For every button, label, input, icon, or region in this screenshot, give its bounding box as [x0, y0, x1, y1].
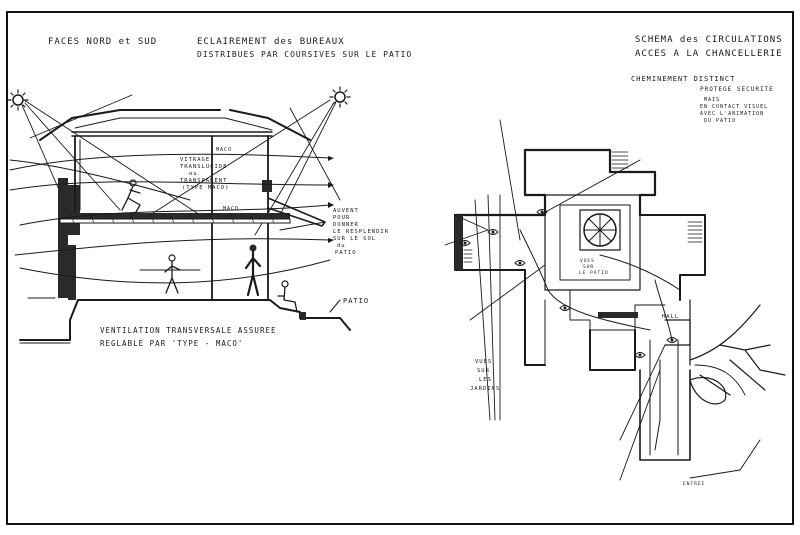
- tree-sketch: [689, 304, 786, 479]
- note-vitrage-1: VITRAGE: [180, 157, 210, 163]
- right-title-line2: ACCES A LA CHANCELLERIE: [635, 49, 783, 59]
- eye-icon: [459, 240, 471, 246]
- right-note-line1: CHEMINEMENT DISTINCT: [631, 75, 735, 83]
- eye-icon: [559, 305, 571, 311]
- auvent-note: AUVENT POUR DONNER LE RESPLENDIR SUR LE …: [333, 208, 389, 256]
- sun-icon-right: [329, 86, 351, 108]
- auvent-canopy: [267, 197, 326, 231]
- patio-planter: [579, 209, 621, 251]
- right-note-line5: AVEC L'ANIMATION: [700, 111, 764, 117]
- note-auvent-1: AUVENT: [333, 208, 359, 214]
- note-vitrage-2: TRANSLUCIDE: [180, 164, 227, 170]
- label-vues-jardins-1: VUES: [475, 359, 492, 365]
- sight-lines: [444, 119, 681, 481]
- right-note-line6: DU PATIO: [704, 118, 736, 124]
- patio-leader-line: [329, 299, 341, 313]
- stair-hatching: [463, 151, 703, 263]
- ventilation-line2: REGLABLE PAR 'TYPE - MACO': [100, 339, 243, 348]
- eye-icon: [536, 209, 548, 215]
- note-auvent-2: POUR: [333, 215, 350, 221]
- floor-slab: [59, 212, 291, 224]
- note-auvent-6: du: [337, 243, 346, 249]
- drawing-sheet-frame: [6, 11, 794, 525]
- label-patio: PATIO: [343, 297, 369, 305]
- right-plan-drawing: SCHEMA des CIRCULATIONS ACCES A LA CHANC…: [444, 35, 786, 487]
- label-entree: ENTREE: [683, 481, 705, 487]
- person-standing: [244, 244, 262, 297]
- label-maco-top: MACO: [216, 147, 232, 153]
- left-title: FACES NORD et SUD: [48, 37, 157, 47]
- eye-icons: [459, 209, 678, 358]
- entrance-corridor: [639, 299, 691, 461]
- vitrage-note: VITRAGE TRANSLUCIDE ou TRANSPARENT (TYPE…: [180, 157, 229, 191]
- airflow-curves: [9, 153, 334, 284]
- ground-line: [19, 297, 351, 344]
- note-auvent-7: PATIO: [335, 250, 357, 256]
- eye-icon: [514, 260, 526, 266]
- note-auvent-5: SUR LE SOL: [333, 236, 376, 242]
- person-upper-left: [121, 179, 141, 213]
- plan-building-outline: [453, 148, 706, 371]
- right-note-line3: MAIS: [704, 97, 720, 103]
- eye-icon: [634, 352, 646, 358]
- right-note-line2: PROTEGE SECURITE: [700, 86, 774, 93]
- label-vues-jardins-2: SUR: [477, 368, 490, 374]
- label-vues-patio-2: SUR: [583, 264, 594, 270]
- left-section-drawing: FACES NORD et SUD ECLAIREMENT des BUREAU…: [7, 37, 412, 348]
- note-auvent-4: LE RESPLENDIR: [333, 229, 389, 235]
- left-heading-line1: ECLAIREMENT des BUREAUX: [197, 37, 345, 47]
- note-auvent-3: DONNER: [333, 222, 359, 228]
- note-vitrage-5: (TYPE MACO): [182, 185, 229, 191]
- roof: [39, 109, 311, 141]
- label-hall: HALL: [662, 314, 679, 320]
- left-heading-line2: DISTRIBUES PAR COURSIVES SUR LE PATIO: [197, 50, 412, 59]
- label-vues-jardins-4: JARDINS: [470, 386, 500, 392]
- label-vues-jardins-3: LES: [479, 377, 492, 383]
- ventilation-line1: VENTILATION TRANSVERSALE ASSUREE: [100, 326, 277, 335]
- person-lower-left: [164, 254, 181, 294]
- right-note-line4: EN CONTACT VISUEL: [700, 104, 768, 110]
- eye-icon: [666, 337, 678, 343]
- eye-icon: [487, 229, 499, 235]
- right-title-line1: SCHEMA des CIRCULATIONS: [635, 35, 783, 45]
- person-seated: [277, 280, 298, 313]
- person-figures: [121, 179, 298, 313]
- label-vues-patio-3: LE PATIO: [579, 270, 609, 276]
- label-vues-patio-1: VUES: [580, 258, 595, 264]
- sun-icon-left: [7, 89, 29, 111]
- note-vitrage-3: ou: [189, 171, 198, 177]
- note-vitrage-4: TRANSPARENT: [180, 178, 227, 184]
- label-maco-mid: MACO: [223, 206, 239, 212]
